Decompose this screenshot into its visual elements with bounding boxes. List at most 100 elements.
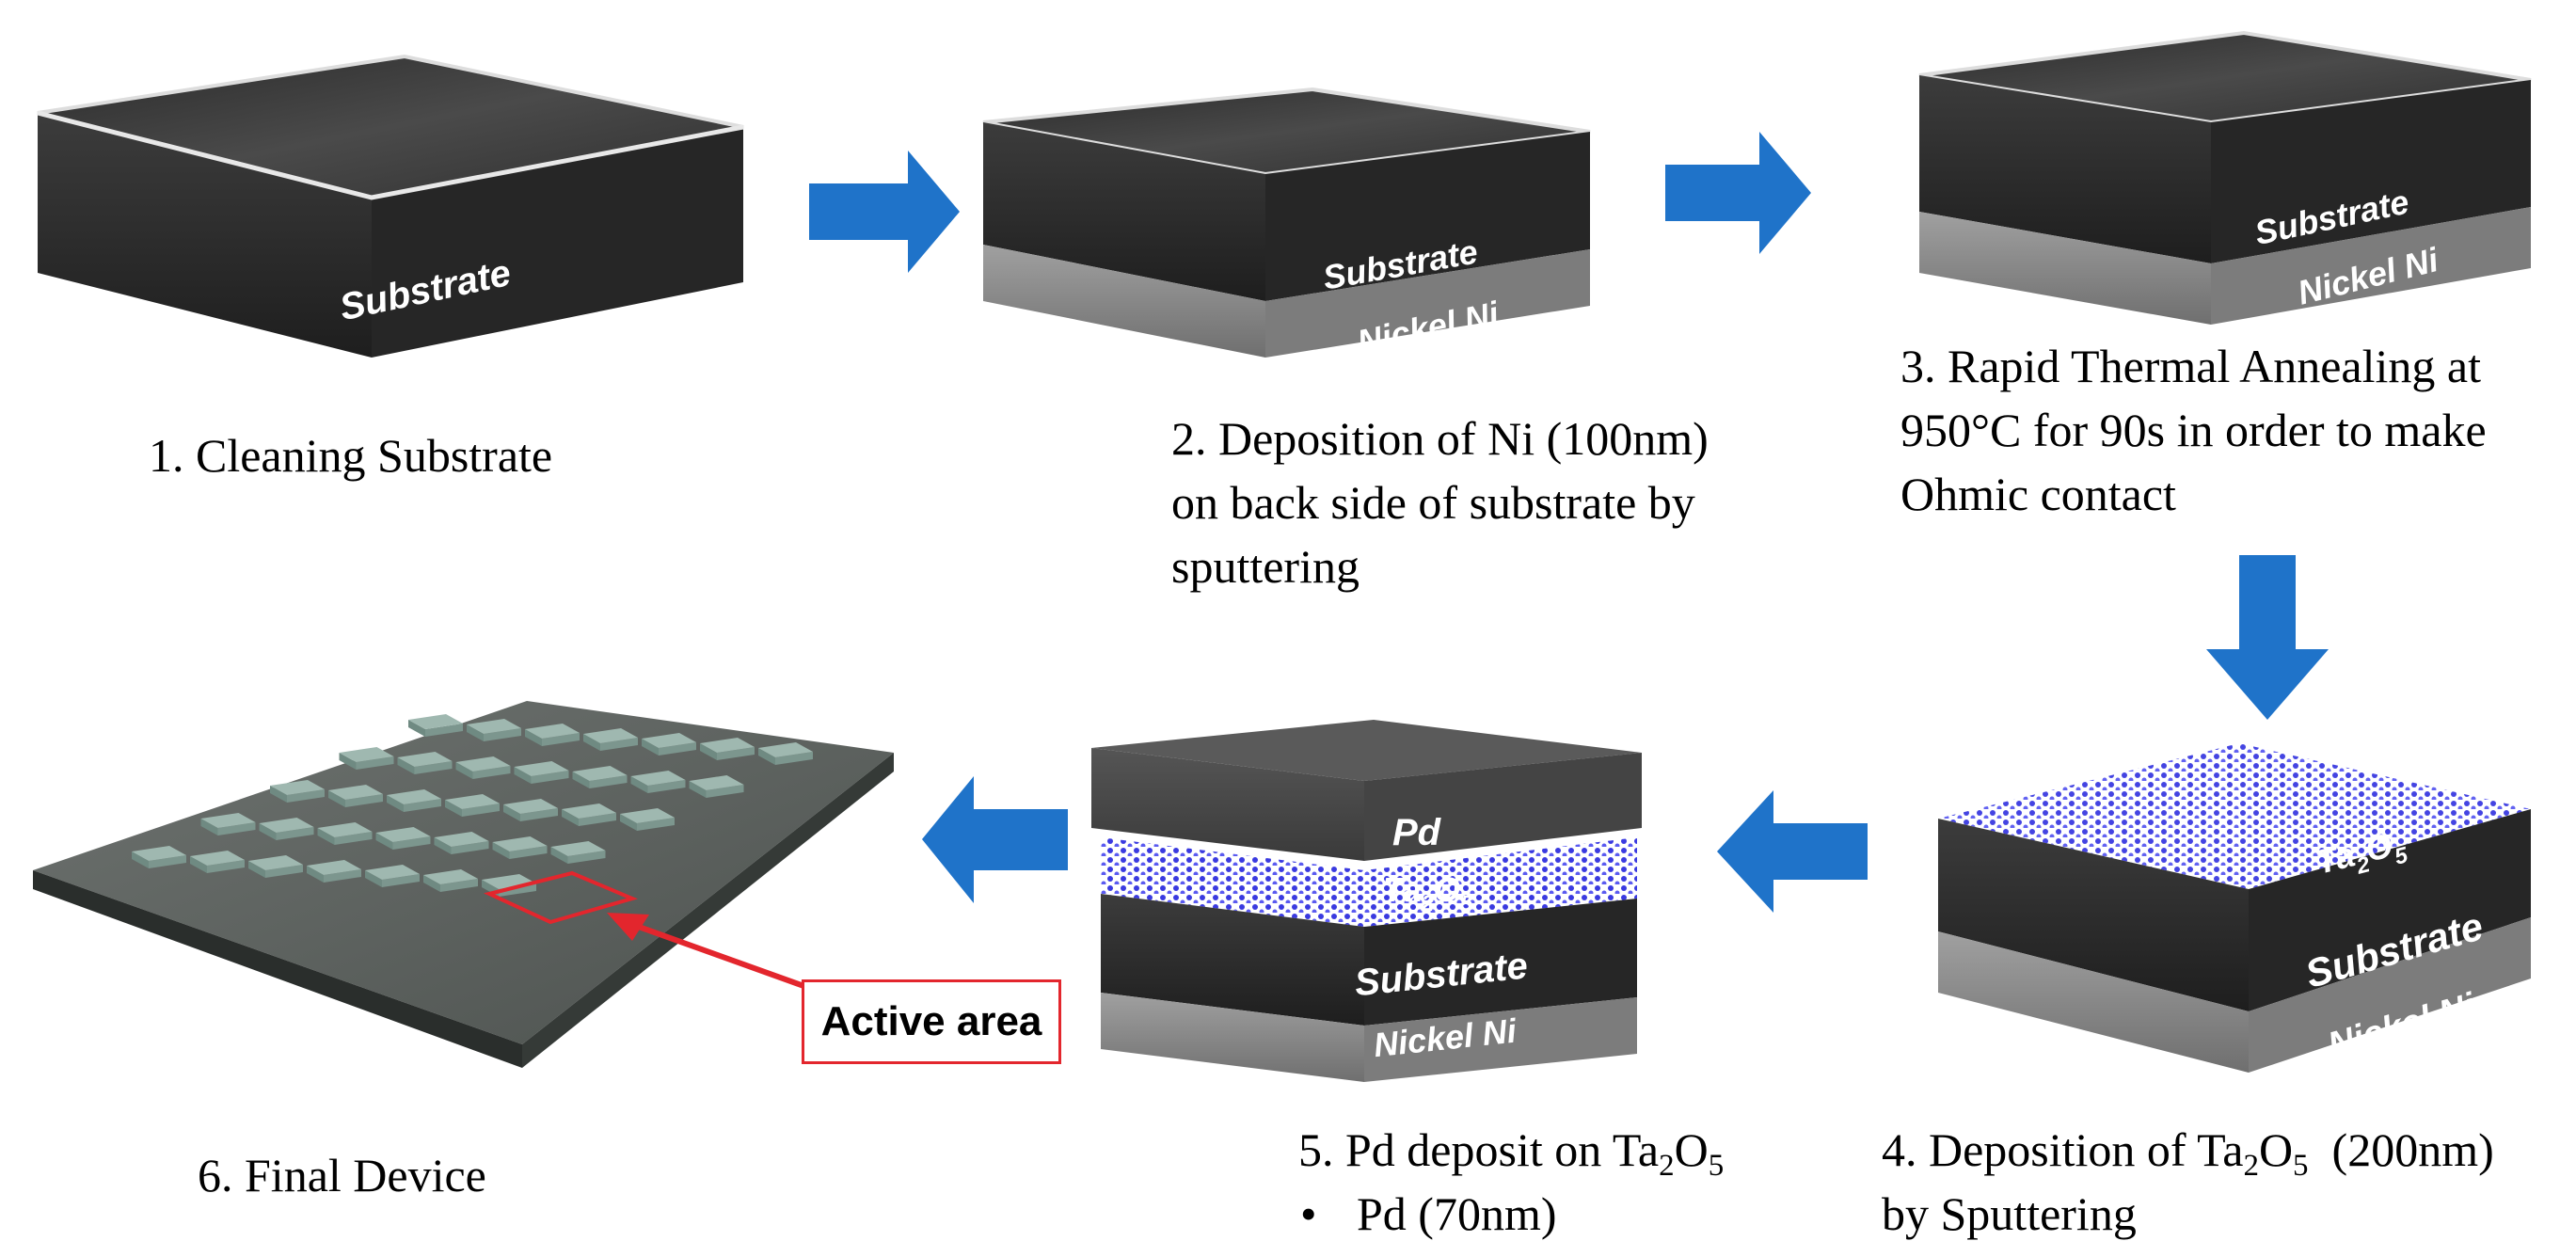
- step1-caption: 1. Cleaning Substrate: [149, 423, 552, 487]
- contact-pad-front: [425, 724, 463, 737]
- contact-pad: [642, 733, 696, 748]
- step5-caption-line1: 5. Pd deposit on Ta2O5: [1298, 1123, 1725, 1183]
- contact-pad-side: [630, 776, 648, 793]
- contact-pad-side: [455, 762, 473, 779]
- contact-pad-side: [317, 828, 335, 845]
- step2-substrate-block: Substrate Nickel Ni: [982, 87, 1591, 361]
- step5-caption: 5. Pd deposit on Ta2O5 •Pd (70nm): [1298, 1118, 1724, 1246]
- contact-pad: [365, 865, 420, 880]
- contact-pad-front: [462, 804, 500, 817]
- contact-pad: [525, 724, 580, 739]
- contact-pad: [259, 818, 314, 833]
- step3-substrate-block: Substrate Nickel Ni: [1918, 30, 2532, 325]
- contact-pad: [434, 832, 489, 847]
- contact-pad-front: [499, 883, 536, 897]
- contact-pad-side: [408, 720, 425, 737]
- contact-pad-front: [392, 836, 431, 850]
- contact-pad-side: [375, 833, 393, 850]
- contact-pad-side: [514, 767, 532, 784]
- step5-pd-label: Pd: [1392, 812, 1442, 853]
- contact-pad-front: [775, 752, 813, 765]
- contact-pad-side: [583, 734, 600, 751]
- contact-pad-side: [758, 748, 775, 765]
- step3-caption-line: Ohmic contact: [1900, 468, 2176, 520]
- contact-pad-front: [334, 832, 373, 845]
- arrow-left-icon: [1717, 790, 1868, 913]
- contact-pad: [132, 846, 186, 861]
- contact-pad-front: [404, 799, 441, 812]
- contact-pad: [408, 714, 463, 729]
- contact-pad-front: [567, 851, 606, 864]
- contact-pad: [572, 766, 628, 781]
- contact-pad-side: [259, 823, 277, 840]
- contact-pad: [307, 860, 361, 875]
- contact-pad: [317, 822, 373, 837]
- contact-pad-side: [132, 851, 149, 868]
- contact-pad-front: [542, 733, 580, 746]
- contact-pad: [514, 761, 569, 776]
- arrow-right-icon: [1665, 132, 1811, 254]
- step1-caption-line: 1. Cleaning Substrate: [149, 429, 553, 482]
- contact-pad-side: [572, 772, 590, 788]
- contact-pad: [375, 827, 431, 842]
- contact-pad-side: [328, 790, 345, 807]
- contact-pad-front: [324, 869, 361, 883]
- contact-pad-side: [689, 781, 707, 798]
- contact-pad-side: [387, 795, 404, 812]
- arrow-left-icon: [922, 776, 1068, 903]
- contact-pad-front: [484, 728, 521, 741]
- contact-pad: [455, 756, 511, 772]
- contact-pad-front: [579, 813, 616, 826]
- contact-pad-front: [451, 841, 489, 854]
- contact-pad-front: [149, 855, 186, 868]
- step2-caption-line: on back side of substrate by: [1171, 476, 1695, 529]
- step6-caption: 6. Final Device: [198, 1143, 486, 1207]
- active-area-highlight: [484, 870, 638, 925]
- contact-pad-side: [620, 814, 637, 831]
- contact-pad-front: [345, 794, 383, 807]
- contact-pad-front: [472, 766, 511, 779]
- step4-caption: 4. Deposition of Ta2O5 (200nm) by Sputte…: [1882, 1118, 2494, 1246]
- step4-caption-line2: by Sputtering: [1882, 1187, 2137, 1240]
- contact-pad: [270, 780, 325, 795]
- contact-pad-front: [382, 874, 420, 887]
- contact-pad: [550, 841, 606, 856]
- step2-caption-line: 2. Deposition of Ni (100nm): [1171, 412, 1709, 465]
- contact-pad-front: [647, 780, 686, 793]
- contact-pad-side: [270, 786, 287, 803]
- contact-pad: [445, 794, 500, 809]
- contact-pad: [689, 775, 744, 790]
- contact-pad: [562, 804, 616, 819]
- contact-pad: [503, 799, 558, 814]
- contact-pad: [190, 851, 245, 866]
- contact-pad: [583, 728, 638, 743]
- contact-pad: [339, 747, 394, 762]
- contact-pad-side: [248, 861, 265, 878]
- contact-pad-side: [200, 819, 218, 835]
- contact-pad-side: [467, 724, 484, 741]
- contact-pad-side: [503, 804, 520, 821]
- contact-pad: [200, 813, 256, 828]
- arrow-right-icon: [809, 151, 960, 273]
- contact-pad-side: [397, 757, 415, 774]
- contact-pad-front: [207, 860, 245, 873]
- contact-pad-side: [307, 866, 324, 883]
- contact-pad-side: [339, 753, 357, 770]
- step2-caption-line: sputtering: [1171, 540, 1360, 593]
- contact-pad-front: [659, 742, 696, 756]
- active-area-callout: Active area: [802, 979, 1061, 1064]
- step4-substrate-block: Ta2O5 Substrate Nickel Ni: [1938, 743, 2531, 1073]
- callout-arrow-line: [624, 919, 811, 991]
- contact-pad-side: [445, 800, 462, 817]
- contact-pad-front: [520, 808, 558, 821]
- contact-pad: [700, 738, 755, 753]
- contact-pad: [423, 869, 478, 884]
- contact-pad-side: [492, 842, 510, 859]
- step5-substrate-block: Pd Ta2O5 Substrate Nickel Ni: [1091, 720, 1642, 1082]
- contact-pad: [467, 719, 521, 734]
- contact-pad-side: [190, 856, 207, 873]
- contact-pad: [758, 742, 813, 757]
- contact-pad-side: [550, 847, 568, 864]
- contact-pad-front: [217, 822, 256, 835]
- contact-pad: [328, 785, 383, 800]
